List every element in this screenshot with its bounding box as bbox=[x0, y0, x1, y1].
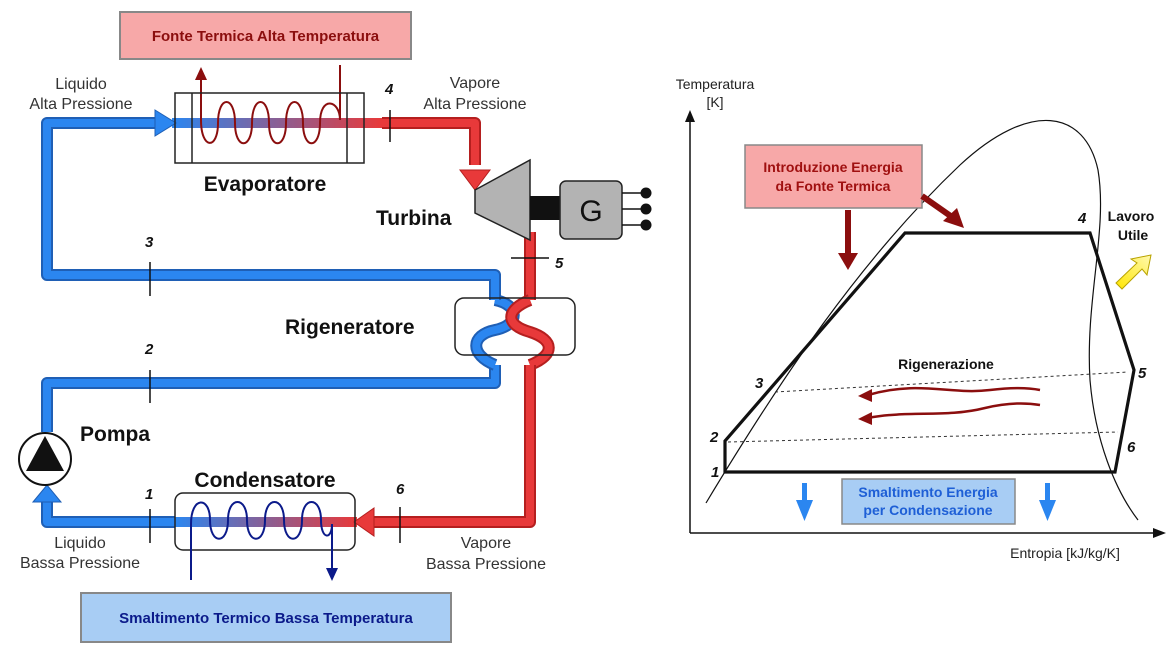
generator-terminal bbox=[640, 203, 652, 215]
arrow-into-condenser bbox=[353, 507, 375, 537]
heat-input-label-1: Introduzione Energia bbox=[763, 159, 902, 175]
heat-input-label-2: da Fonte Termica bbox=[776, 178, 891, 194]
evaporator-coil bbox=[200, 101, 341, 144]
regen-wave-lower bbox=[867, 402, 1041, 420]
ts-label-5: 5 bbox=[1138, 365, 1147, 382]
hot-arrow-up-head bbox=[195, 67, 207, 80]
reject-arrow-left-shaft bbox=[802, 483, 807, 503]
liquid-low-label-2: Bassa Pressione bbox=[20, 555, 140, 572]
cold-sink-label: Smaltimento Termico Bassa Temperatura bbox=[119, 610, 413, 627]
turbine-label: Turbina bbox=[376, 207, 452, 230]
vapor-high-label-1: Vapore bbox=[450, 75, 501, 92]
heat-arrow-diag-shaft bbox=[920, 193, 954, 220]
evaporator-unit: Evaporatore bbox=[174, 92, 365, 196]
condenser-unit: Condensatore bbox=[174, 469, 356, 581]
vapor-low-label-2: Bassa Pressione bbox=[426, 556, 546, 573]
heat-rejection-label-2: per Condensazione bbox=[863, 502, 992, 518]
regen-label: Rigenerazione bbox=[898, 356, 994, 372]
arrow-into-turbine bbox=[459, 169, 491, 191]
work-label-2: Utile bbox=[1118, 227, 1149, 243]
regen-wave-upper bbox=[867, 386, 1041, 397]
saturation-dome bbox=[705, 119, 1139, 521]
hot-source-box: Fonte Termica Alta Temperatura bbox=[119, 11, 412, 60]
regen-dashed-upper bbox=[774, 371, 1129, 393]
label-point-3: 3 bbox=[145, 234, 154, 251]
label-point-6: 6 bbox=[396, 481, 405, 498]
cycle-outline bbox=[723, 231, 1136, 474]
evaporator-label: Evaporatore bbox=[204, 173, 327, 196]
pump-label: Pompa bbox=[80, 423, 150, 446]
y-axis-arrow bbox=[685, 110, 695, 122]
turbine-unit: Turbina bbox=[376, 158, 562, 242]
evaporator-pipe bbox=[172, 118, 382, 128]
regen-arrow-upper-head bbox=[858, 389, 872, 402]
condenser-coil bbox=[190, 501, 333, 540]
label-point-4: 4 bbox=[384, 81, 394, 98]
vapor-high-label-2: Alta Pressione bbox=[423, 96, 526, 113]
label-point-5: 5 bbox=[555, 255, 564, 272]
pump-unit: Pompa bbox=[18, 423, 150, 486]
ts-diagram: Temperatura [K] Entropia [kJ/kg/K] 1 2 3… bbox=[676, 76, 1166, 561]
cold-out-head bbox=[326, 568, 338, 581]
reject-arrow-right-shaft bbox=[1045, 483, 1050, 503]
ts-label-1: 1 bbox=[711, 464, 719, 481]
reject-arrow-right-head bbox=[1039, 500, 1056, 521]
regenerator-unit: Rigeneratore bbox=[285, 297, 576, 356]
work-arrow bbox=[1115, 254, 1152, 290]
generator-unit: G bbox=[559, 180, 652, 240]
label-point-2: 2 bbox=[144, 341, 154, 358]
hot-source-label: Fonte Termica Alta Temperatura bbox=[152, 28, 380, 45]
vapor-low-label-1: Vapore bbox=[461, 535, 512, 552]
ts-label-4: 4 bbox=[1077, 210, 1087, 227]
y-axis-label-2: [K] bbox=[706, 94, 723, 110]
work-label-1: Lavoro bbox=[1108, 208, 1155, 224]
ts-label-2: 2 bbox=[709, 429, 719, 446]
ts-label-6: 6 bbox=[1127, 439, 1136, 456]
regen-arrow-lower-head bbox=[858, 412, 872, 425]
heat-rejection-label-1: Smaltimento Energia bbox=[858, 484, 997, 500]
heat-arrow-down-shaft bbox=[845, 210, 851, 255]
condenser-label: Condensatore bbox=[194, 469, 335, 492]
arrow-into-pump bbox=[31, 484, 63, 503]
arrow-into-evaporator bbox=[154, 109, 177, 137]
liquid-high-label-2: Alta Pressione bbox=[29, 96, 132, 113]
generator-terminal bbox=[640, 187, 652, 199]
x-axis-label: Entropia [kJ/kg/K] bbox=[1010, 545, 1120, 561]
ts-label-3: 3 bbox=[755, 375, 764, 392]
heat-arrow-down-head bbox=[838, 253, 858, 270]
label-point-1: 1 bbox=[145, 486, 153, 503]
heat-rejection-box: Smaltimento Energia per Condensazione bbox=[841, 478, 1016, 525]
y-axis-label-1: Temperatura bbox=[676, 76, 755, 92]
cold-sink-box: Smaltimento Termico Bassa Temperatura bbox=[80, 592, 452, 643]
generator-terminal bbox=[640, 219, 652, 231]
regen-dashed-lower bbox=[727, 431, 1119, 443]
condenser-pipe bbox=[175, 517, 357, 527]
cold-pipe bbox=[41, 117, 520, 528]
heat-arrow-diag-head bbox=[943, 208, 964, 228]
reject-arrow-left-head bbox=[796, 500, 813, 521]
x-axis-arrow bbox=[1153, 528, 1166, 538]
heat-input-box: Introduzione Energia da Fonte Termica bbox=[744, 144, 923, 209]
liquid-high-label-1: Liquido bbox=[55, 76, 107, 93]
plant-scheme: Fonte Termica Alta Temperatura Evaporato… bbox=[18, 11, 652, 643]
generator-label: G bbox=[579, 195, 602, 228]
regenerator-label: Rigeneratore bbox=[285, 316, 415, 339]
liquid-low-label-1: Liquido bbox=[54, 535, 106, 552]
